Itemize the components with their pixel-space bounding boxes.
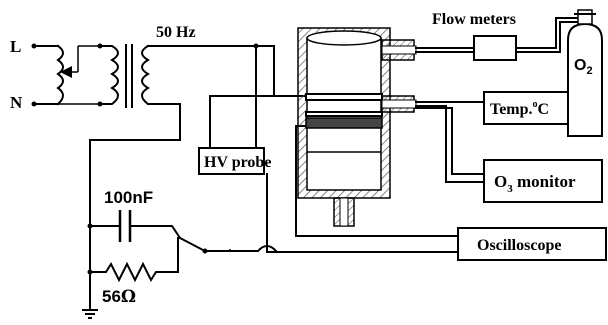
ozone-monitor-box [483, 159, 603, 203]
hv-transformer [99, 44, 150, 108]
resistor [87, 237, 179, 283]
oscilloscope-label: Oscilloscope [477, 237, 561, 254]
ozone-monitor-label: O3 monitor [494, 172, 576, 195]
hv-probe-box [198, 147, 265, 175]
variac [33, 43, 103, 107]
hv-probe-label: HV probe [204, 154, 271, 171]
ground-electrode [305, 117, 383, 129]
resistor-label: 56Ω [102, 287, 136, 307]
neutral-terminal-label: N [10, 93, 23, 112]
oscilloscope-box [457, 227, 607, 261]
temperature-label: Temp.oC [490, 99, 549, 118]
capacitor [87, 210, 182, 242]
flow-meter-box [473, 35, 517, 61]
hv-line [147, 45, 337, 97]
measurement-switch [178, 236, 207, 253]
ground-return-line [89, 103, 181, 311]
capacitor-label: 100nF [104, 188, 153, 207]
oxygen-label: O2 [574, 57, 593, 77]
oxygen-cylinder [567, 9, 603, 137]
line-terminal-label: L [10, 37, 21, 56]
electrode-to-scope-line [295, 125, 459, 237]
reactor-vessel [297, 27, 391, 227]
frequency-label: 50 Hz [156, 24, 196, 41]
hv-electrode [305, 93, 383, 101]
gas-ports [381, 39, 417, 113]
flow-meters-label: Flow meters [432, 11, 516, 28]
temperature-box [483, 91, 569, 125]
ground-symbol [82, 309, 98, 319]
